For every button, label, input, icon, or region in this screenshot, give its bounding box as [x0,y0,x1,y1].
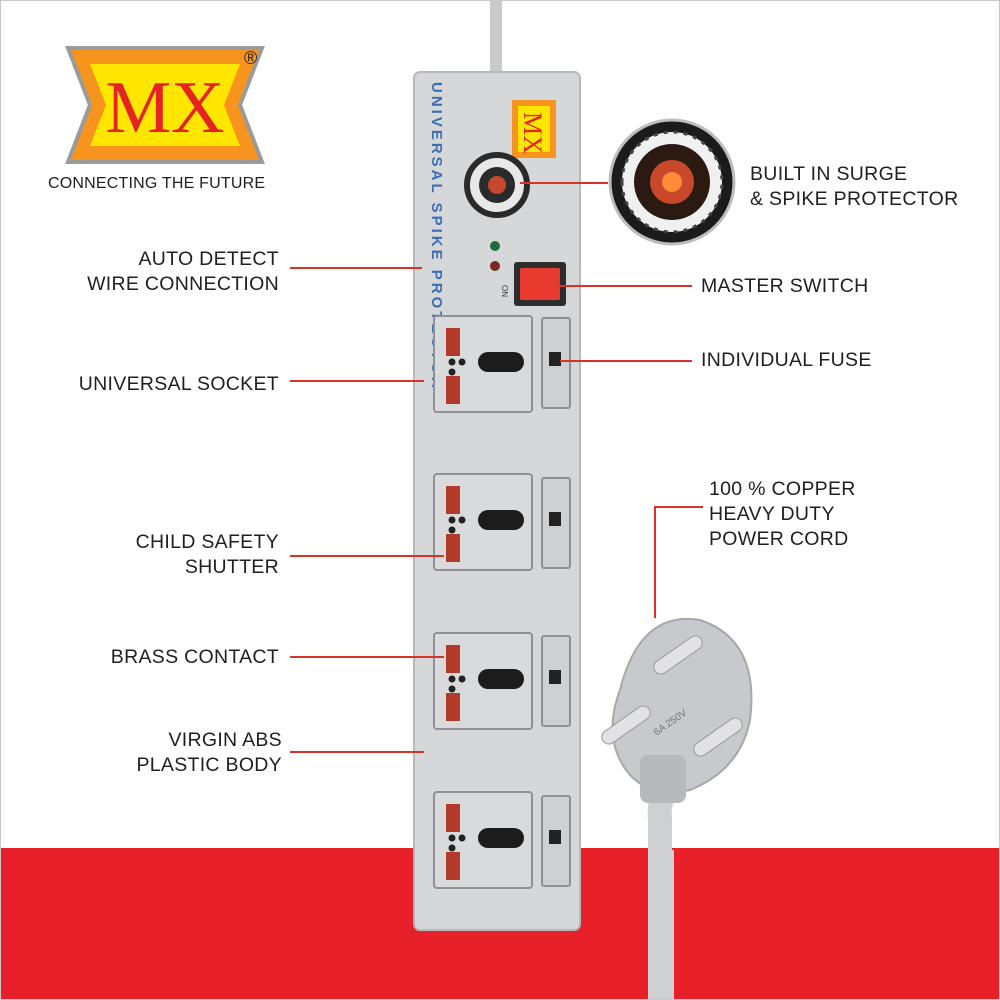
svg-text:ON: ON [500,285,509,297]
top-cable [490,0,502,78]
callout-auto-detect: AUTO DETECT WIRE CONNECTION [87,248,279,295]
callout-brass-contact: BRASS CONTACT [110,646,279,668]
strip-mx-logo: MX [512,100,556,158]
registered-mark: ® [244,48,258,68]
callout-surge-protector: BUILT IN SURGE & SPIKE PROTECTOR [750,163,959,210]
logo-text: MX [105,67,224,149]
socket-1 [433,315,571,413]
socket-4 [433,791,571,889]
power-plug: 6A 250V [601,617,753,1000]
callout-copper-cord: 100 % COPPER HEAVY DUTY POWER CORD [709,478,856,550]
callout-virgin-abs: VIRGIN ABS PLASTIC BODY [136,729,282,776]
green-led [490,241,500,251]
mx-logo: MX [60,40,270,170]
callout-lines [290,182,703,753]
brand-tagline: CONNECTING THE FUTURE [48,175,266,192]
svg-text:MX: MX [518,112,547,154]
socket-2 [433,473,571,571]
surge-coil-closeup [608,118,736,246]
master-switch: ON [500,262,566,306]
surge-indicator-dial [464,152,530,218]
socket-3 [433,632,571,730]
callout-universal-socket: UNIVERSAL SOCKET [78,373,279,395]
product-print-text: UNIVERSAL SPIKE PROTECTOR [428,82,445,391]
callout-individual-fuse: INDIVIDUAL FUSE [701,349,872,371]
callout-child-safety: CHILD SAFETY SHUTTER [135,531,279,578]
callout-master-switch: MASTER SWITCH [701,275,869,297]
red-led [490,261,500,271]
